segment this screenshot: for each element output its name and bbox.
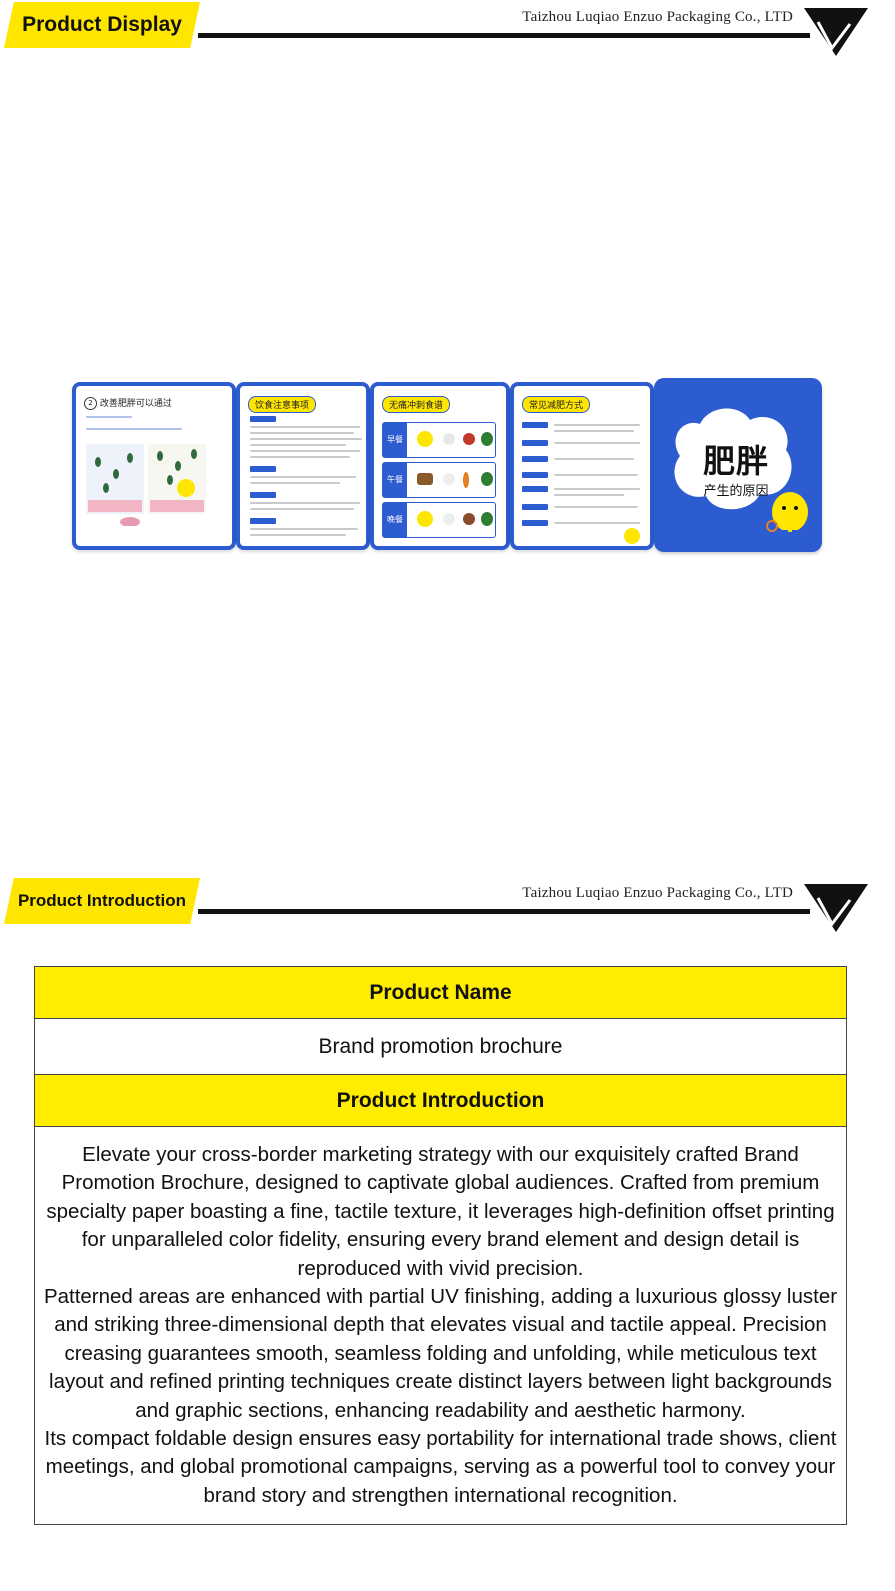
meal-row-breakfast: 早餐 (382, 422, 496, 458)
logo-triangle-icon (804, 884, 868, 932)
section-tag-product-display: Product Display (4, 2, 200, 48)
product-name-value: Brand promotion brochure (35, 1019, 846, 1075)
brochure-panel-2: 饮食注意事项 (236, 382, 370, 550)
mascot-icon (766, 492, 808, 540)
panel-3-title: 无痛冲刺食谱 (382, 396, 451, 413)
intro-paragraph: Patterned areas are enhanced with partia… (43, 1285, 838, 1422)
panel-1-title: 2 改善肥胖可以通过 (84, 396, 172, 410)
product-introduction-header: Product Introduction Taizhou Luqiao Enzu… (0, 876, 895, 936)
cover-title: 肥胖 (702, 442, 769, 480)
header-rule (198, 33, 810, 38)
brochure-panel-3: 无痛冲刺食谱 早餐 午餐 晚餐 (370, 382, 510, 550)
cover-subtitle: 产生的原因 (703, 484, 769, 499)
company-name: Taizhou Luqiao Enzuo Packaging Co., LTD (522, 885, 793, 901)
header-rule (198, 909, 810, 914)
meal-row-lunch: 午餐 (382, 462, 496, 498)
cloud-shape-icon (674, 408, 792, 510)
product-display-header: Product Display Taizhou Luqiao Enzuo Pac… (0, 0, 895, 60)
illustration-gut-icon (86, 444, 206, 526)
brochure-image: 2 改善肥胖可以通过 饮食注意事项 (72, 378, 824, 554)
company-name: Taizhou Luqiao Enzuo Packaging Co., LTD (522, 9, 793, 25)
product-introduction-text: Elevate your cross-border marketing stra… (35, 1127, 846, 1524)
product-name-heading: Product Name (35, 967, 846, 1019)
brochure-panel-1: 2 改善肥胖可以通过 (72, 382, 236, 550)
logo-triangle-icon (804, 8, 868, 56)
product-info-table: Product Name Brand promotion brochure Pr… (34, 966, 847, 1526)
brochure-panel-4: 常见减肥方式 (510, 382, 654, 550)
brochure-cover: 肥胖 产生的原因 (654, 378, 822, 552)
intro-paragraph: Its compact foldable design ensures easy… (44, 1427, 837, 1507)
panel-4-title: 常见减肥方式 (522, 396, 591, 413)
section-tag-product-introduction: Product Introduction (4, 878, 200, 924)
product-introduction-heading: Product Introduction (35, 1075, 846, 1127)
intro-paragraph: Elevate your cross-border marketing stra… (46, 1143, 835, 1280)
meal-row-dinner: 晚餐 (382, 502, 496, 538)
panel-2-title: 饮食注意事项 (248, 396, 317, 413)
